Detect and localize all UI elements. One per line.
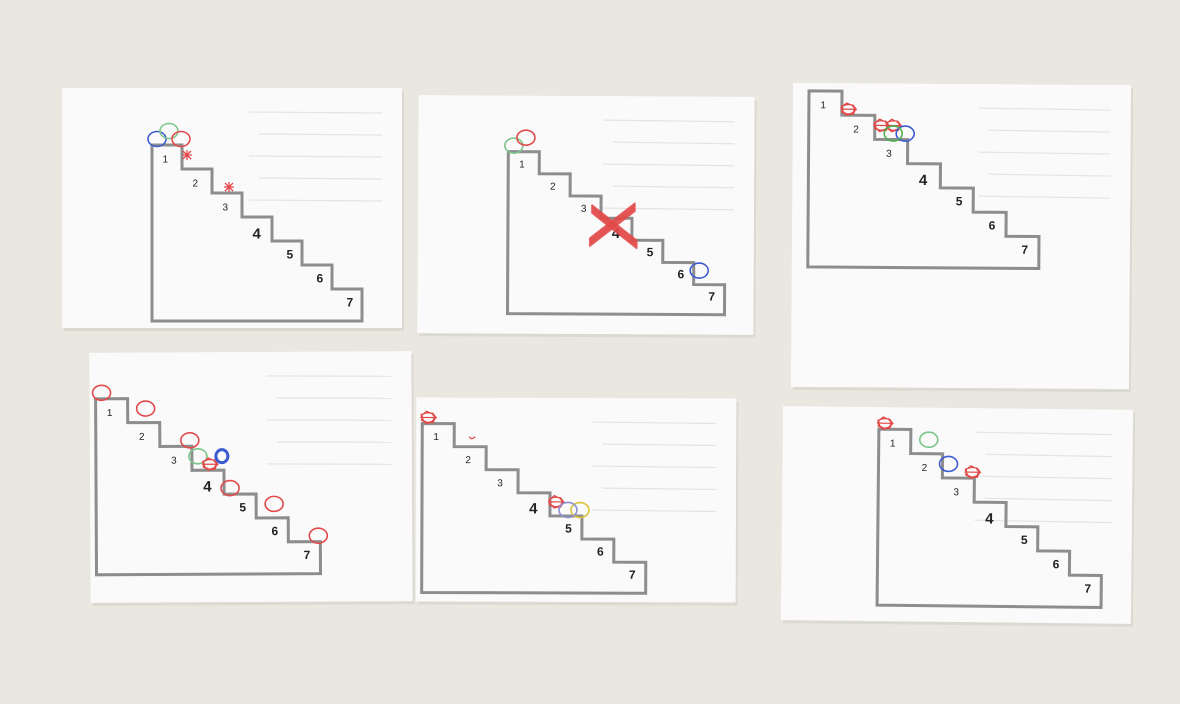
drawn-star-mark <box>224 182 234 192</box>
paper-sheet <box>417 95 754 335</box>
step-number-label: 1 <box>107 408 113 419</box>
step-number-label: 6 <box>1053 557 1060 571</box>
step-number-label: 6 <box>678 267 685 281</box>
step-number-label: 7 <box>304 548 311 562</box>
step-number-label: 2 <box>465 455 471 466</box>
step-number-label: 2 <box>139 432 145 443</box>
step-number-label: 3 <box>953 487 959 498</box>
step-number-label: 7 <box>629 568 636 582</box>
paper-sheet <box>791 83 1131 389</box>
step-number-label: 2 <box>193 178 199 189</box>
step-number-label: 2 <box>922 463 928 474</box>
step-number-label: 3 <box>581 204 587 215</box>
step-number-label: 4 <box>919 172 928 189</box>
step-number-label: 5 <box>287 247 294 261</box>
step-number-label: 2 <box>550 182 556 193</box>
step-number-label: 5 <box>239 500 246 514</box>
step-number-label: 6 <box>989 218 996 232</box>
step-number-label: 5 <box>647 245 654 259</box>
step-number-label: 1 <box>820 100 826 111</box>
step-number-label: 3 <box>886 149 892 160</box>
step-number-label: 7 <box>347 295 354 309</box>
step-number-label: 4 <box>253 225 262 242</box>
step-number-label: 3 <box>223 202 229 213</box>
paper-card: 1 2 3 4 5 6 7 <box>416 397 739 605</box>
step-number-label: 5 <box>956 194 963 208</box>
paper-sheet <box>89 351 412 603</box>
paper-sheet <box>62 88 402 328</box>
step-number-label: 1 <box>519 159 525 170</box>
step-number-label: 4 <box>529 500 538 517</box>
paper-card: 1234567 <box>417 95 756 338</box>
step-number-label: 4 <box>985 511 994 528</box>
paper-card: 1 2 3 4 5 6 7 <box>791 83 1133 392</box>
step-number-label: 5 <box>565 522 572 536</box>
step-number-label: 1 <box>433 432 439 443</box>
step-number-label: 1 <box>163 154 169 165</box>
paper-card: 1 2 3 4 5 6 7 <box>62 88 404 331</box>
step-number-label: 6 <box>271 524 278 538</box>
step-number-label: 3 <box>171 456 177 467</box>
paper-card: 1 2 3 4 5 6 7 <box>89 351 414 606</box>
paper-card: 1 2 3 4 5 6 7 <box>781 406 1135 627</box>
step-number-label: 7 <box>708 289 715 303</box>
step-number-label: 7 <box>1021 243 1028 257</box>
drawn-star-mark <box>182 150 192 160</box>
step-number-label: 2 <box>853 125 859 136</box>
step-number-label: 7 <box>1084 582 1091 596</box>
step-number-label: 1 <box>890 439 896 450</box>
step-number-label: 6 <box>317 271 324 285</box>
step-number-label: 5 <box>1021 533 1028 547</box>
paper-sheet <box>781 406 1133 624</box>
step-number-label: 4 <box>203 478 212 495</box>
step-number-label: 6 <box>597 545 604 559</box>
paper-sheet <box>416 397 737 602</box>
step-number-label: 3 <box>497 478 503 489</box>
